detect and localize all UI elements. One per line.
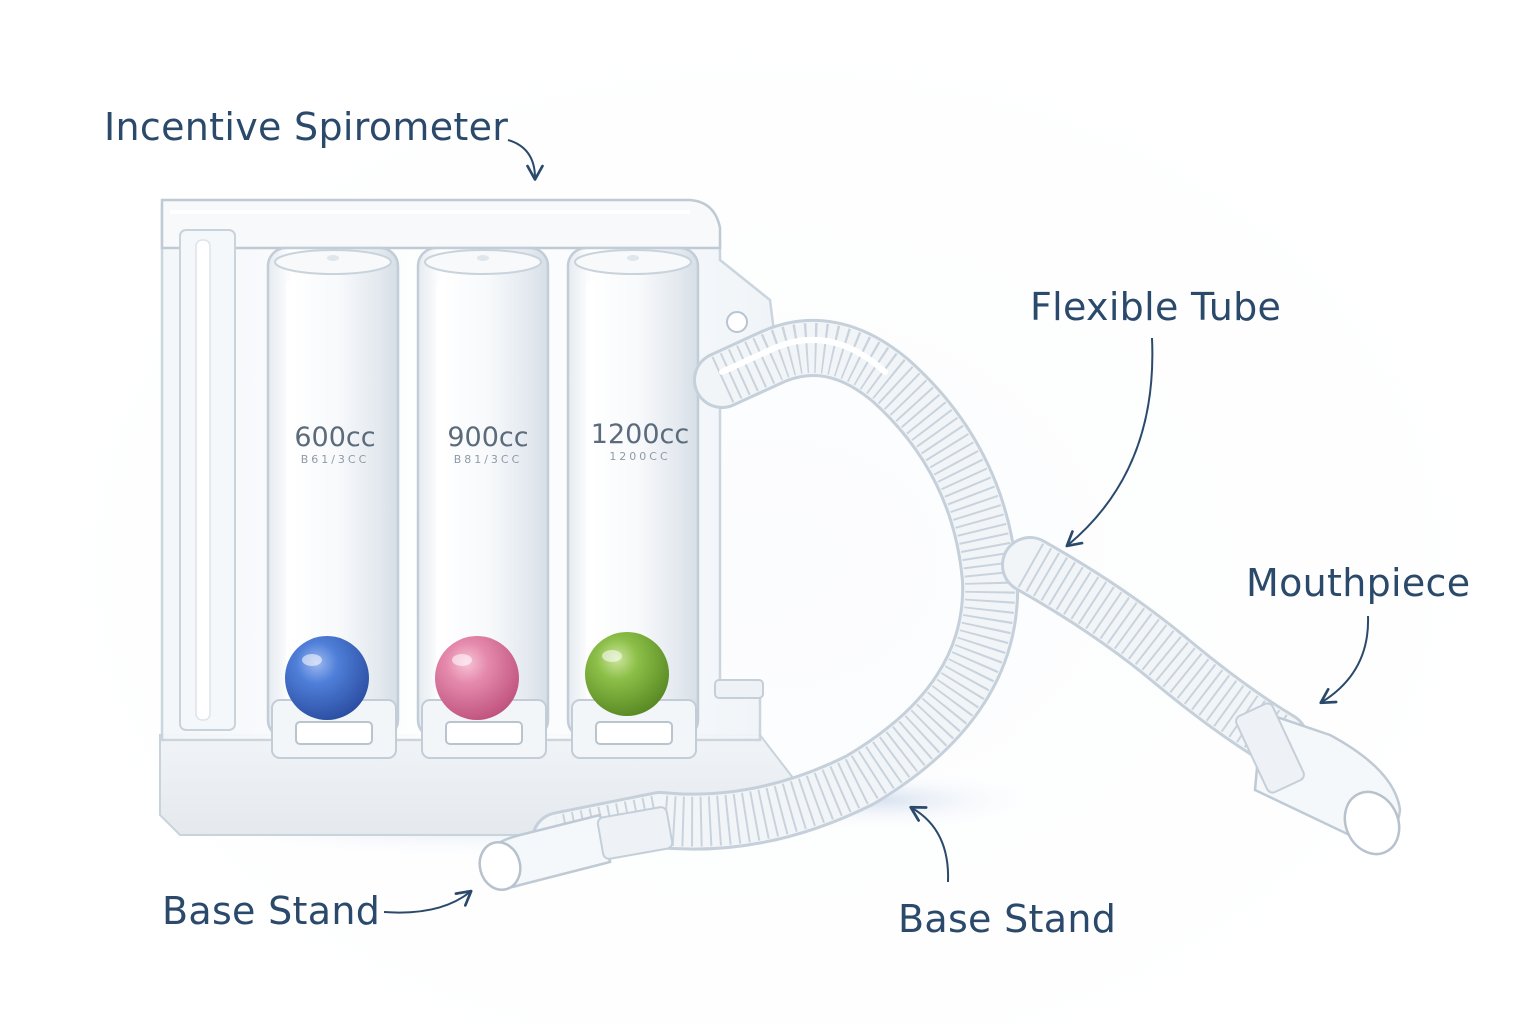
arrow-spirometer (507, 139, 544, 181)
blue-ball (285, 636, 369, 720)
ball-seats (271, 699, 697, 759)
chamber-3-volume: 1200cc (591, 419, 689, 450)
mouthpiece (1235, 702, 1402, 856)
green-ball (585, 632, 669, 716)
label-base-stand-left: Base Stand (162, 889, 381, 933)
pink-ball (435, 636, 519, 720)
chamber-3-sublabel: 1200CC (609, 450, 670, 463)
arrow-base-right (909, 805, 950, 883)
label-mouthpiece: Mouthpiece (1246, 561, 1471, 605)
hanging-hole (726, 311, 748, 333)
chamber-1-volume: 600cc (294, 422, 375, 453)
label-base-stand-right: Base Stand (898, 897, 1117, 941)
flexible-tube-main (531, 319, 1020, 869)
label-flexible-tube: Flexible Tube (1030, 285, 1282, 329)
label-incentive-spirometer: Incentive Spirometer (104, 105, 509, 149)
chamber-2-sublabel: B81/3CC (454, 453, 523, 466)
chamber-1-sublabel: B61/3CC (301, 453, 370, 466)
arrow-mouthpiece (1319, 615, 1370, 705)
tube-end-connector (478, 806, 674, 892)
chamber-1 (266, 246, 400, 740)
chamber-2 (416, 246, 550, 740)
arrow-tube (1065, 337, 1154, 548)
arrow-base-left (383, 889, 473, 914)
chamber-2-volume: 900cc (447, 422, 528, 453)
